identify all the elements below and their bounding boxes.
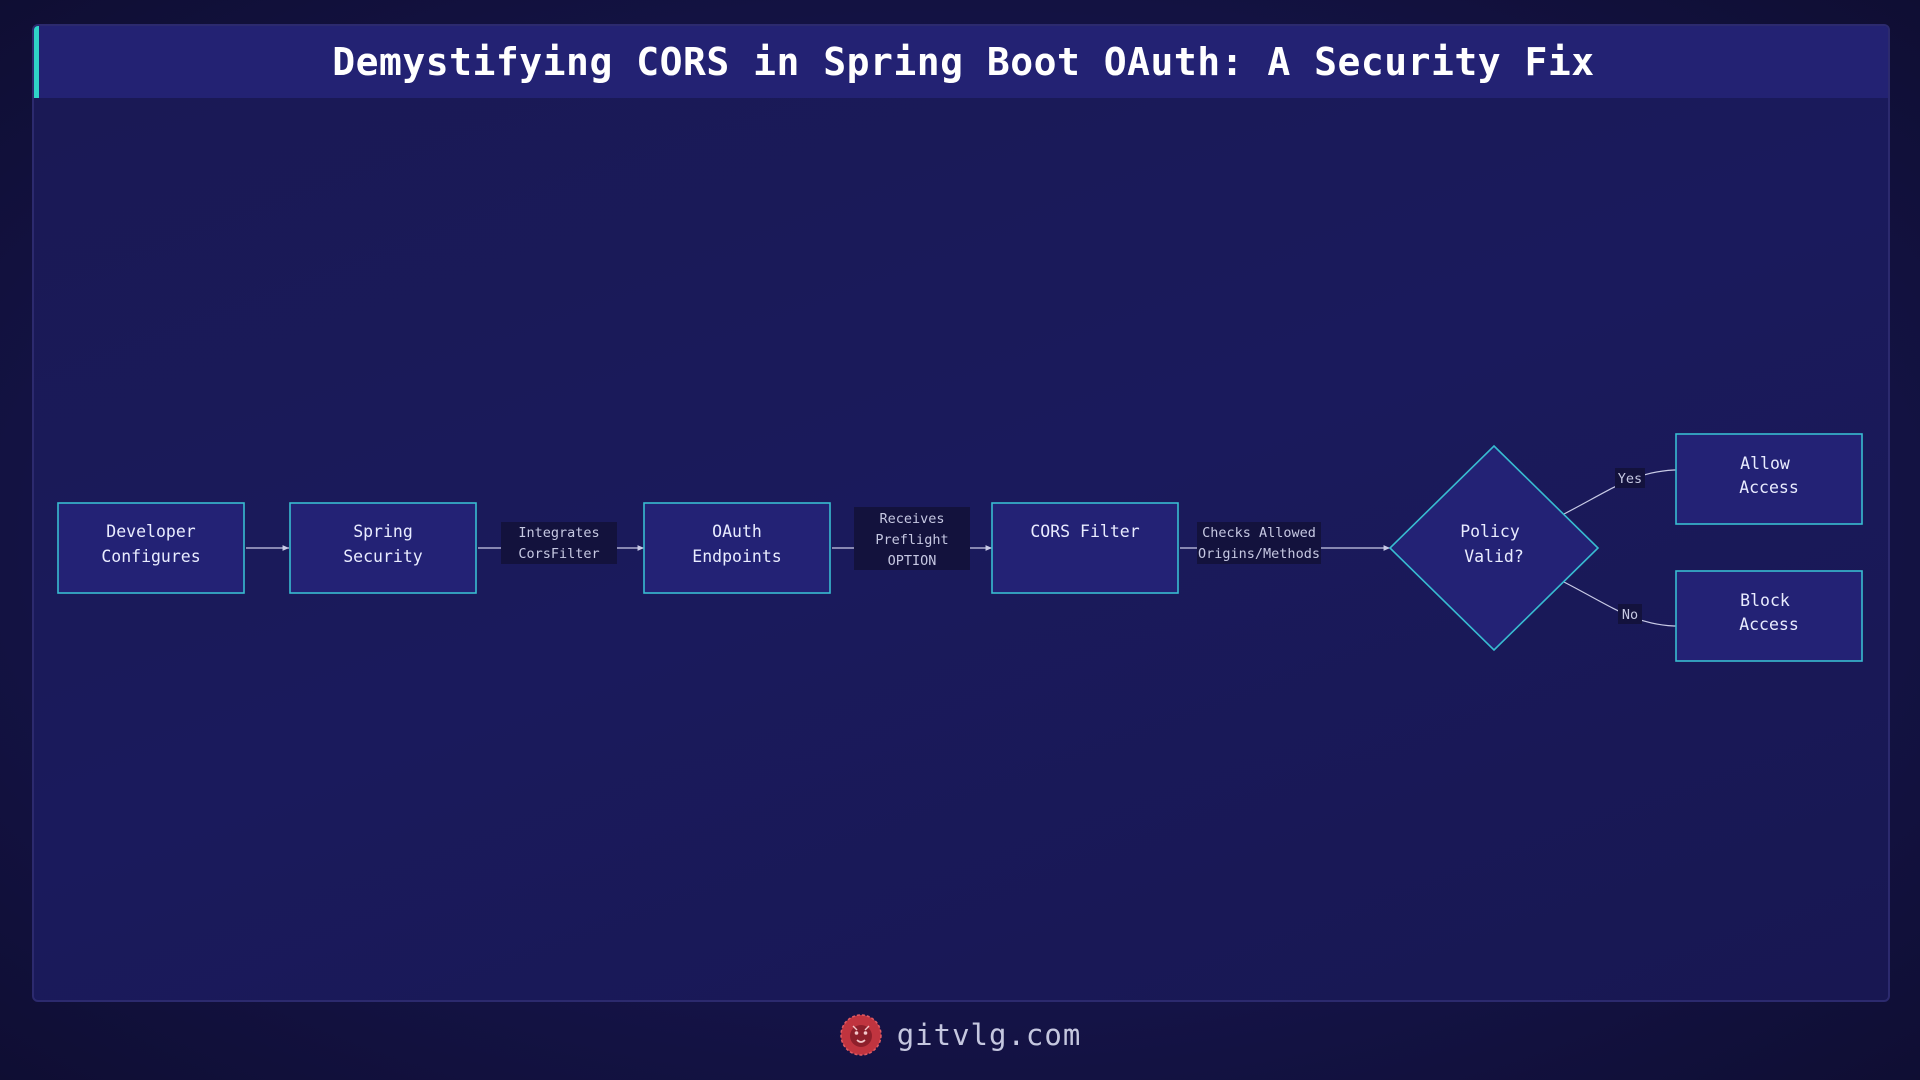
edge-label-line: Checks Allowed (1202, 525, 1316, 541)
node-spring-security: Spring Security (289, 502, 477, 594)
edge-label-preflight: Receives Preflight OPTION (854, 507, 970, 570)
lion-head-icon (839, 1014, 882, 1056)
node-label-line: Spring (353, 522, 413, 541)
diagram-panel: Demystifying CORS in Spring Boot OAuth: … (32, 24, 1890, 1002)
edge-label-line: Preflight (875, 532, 948, 548)
edge-label-line: No (1622, 607, 1638, 623)
edge-label-line: Integrates (518, 525, 599, 541)
node-policy-valid-decision: Policy Valid? (1388, 444, 1600, 652)
footer: gitvlg.com (0, 1010, 1920, 1060)
node-label-line: Endpoints (692, 547, 781, 566)
node-label-line: CORS Filter (1030, 522, 1139, 541)
node-oauth-endpoints: OAuth Endpoints (643, 502, 831, 594)
edge-label-line: Origins/Methods (1198, 546, 1320, 562)
node-label-line: Access (1739, 615, 1799, 634)
node-cors-filter: CORS Filter (991, 502, 1179, 594)
node-allow-access: Allow Access (1675, 433, 1863, 525)
edge-label-yes: Yes (1615, 468, 1645, 488)
node-label-line: Security (343, 547, 423, 566)
page-title: Demystifying CORS in Spring Boot OAuth: … (332, 40, 1595, 84)
edge-label-line: CorsFilter (518, 546, 599, 562)
node-label-line: Allow (1740, 454, 1790, 473)
edge-label-integrates: Integrates CorsFilter (501, 522, 617, 564)
node-label-line: OAuth (712, 522, 762, 541)
node-label-line: Developer (106, 522, 195, 541)
edge-label-line: OPTION (888, 553, 937, 569)
node-block-access: Block Access (1675, 570, 1863, 662)
node-developer-configures: Developer Configures (57, 502, 245, 594)
edge-label-no: No (1618, 604, 1642, 624)
node-label-line: Configures (101, 547, 200, 566)
edge-label-line: Yes (1618, 471, 1642, 487)
node-label-line: Access (1739, 478, 1799, 497)
edge-label-checks: Checks Allowed Origins/Methods (1197, 522, 1321, 564)
title-bar: Demystifying CORS in Spring Boot OAuth: … (34, 26, 1888, 98)
node-label-line: Policy (1460, 522, 1520, 541)
flowchart: Integrates CorsFilter Receives Preflight… (57, 433, 1863, 662)
node-label-line: Valid? (1464, 547, 1524, 566)
node-label-line: Block (1740, 591, 1790, 610)
footer-site-name: gitvlg.com (896, 1018, 1082, 1052)
edge-label-line: Receives (879, 511, 944, 527)
